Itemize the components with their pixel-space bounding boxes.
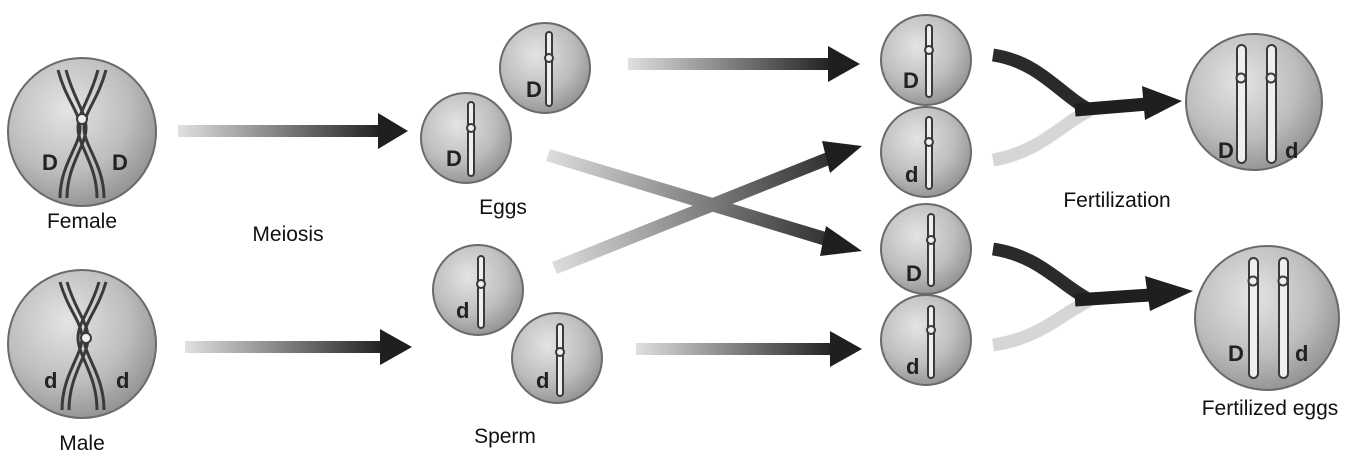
chromosome xyxy=(927,213,935,287)
fertilization-arrow-1 xyxy=(991,48,1182,167)
sperm-cell-1: d xyxy=(432,244,524,336)
chromosome xyxy=(927,305,935,379)
pair-1-top-allele: D xyxy=(903,68,919,93)
male-allele-left: d xyxy=(44,368,57,393)
female-label: Female xyxy=(47,210,117,233)
arrow-sperm2-to-pair xyxy=(636,331,862,367)
male-label: Male xyxy=(59,432,105,455)
female-cell: D D xyxy=(7,57,157,207)
zygote-2-allele-right: d xyxy=(1295,341,1308,366)
arrow-egg1-to-pair xyxy=(628,46,860,82)
pair-1-bottom-cell: d xyxy=(880,106,972,198)
chromosome xyxy=(545,31,553,107)
zygote-1-allele-right: d xyxy=(1285,138,1298,163)
zygote-cell-1: D d xyxy=(1185,33,1323,171)
meiosis-arrow-female xyxy=(178,113,408,149)
egg-2-allele: D xyxy=(446,146,462,171)
female-allele-left: D xyxy=(42,150,58,175)
zygote-cell-2: D d xyxy=(1194,245,1340,391)
centromere xyxy=(80,332,92,344)
pair-2-top-allele: D xyxy=(906,261,922,286)
chromosome-paternal xyxy=(1266,44,1277,164)
egg-cell-1: D xyxy=(499,22,591,114)
sperm-cell-2: d xyxy=(511,312,603,404)
pair-2-top-cell: D xyxy=(880,203,972,295)
arrow-sperm1-crossing xyxy=(552,141,862,274)
pair-2-bottom-cell: d xyxy=(880,294,972,386)
fertilization-label: Fertilization xyxy=(1063,189,1170,212)
eggs-label: Eggs xyxy=(479,196,527,219)
egg-cell-2: D xyxy=(420,92,512,184)
chromosome-maternal xyxy=(1236,44,1247,164)
fertilization-arrow-2 xyxy=(991,242,1193,352)
chromosome xyxy=(925,24,933,98)
cell-membrane xyxy=(7,57,157,207)
pair-1-bottom-allele: d xyxy=(905,162,918,187)
fertilized-eggs-label: Fertilized eggs xyxy=(1202,397,1339,420)
chromosome xyxy=(477,255,485,329)
chromosome xyxy=(467,101,475,177)
sperm-1-allele: d xyxy=(456,298,469,323)
sperm-2-allele: d xyxy=(536,368,549,393)
chromosome-maternal xyxy=(1248,257,1259,379)
arrow-egg2-crossing xyxy=(546,149,862,256)
egg-1-allele: D xyxy=(526,77,542,102)
pair-2-bottom-allele: d xyxy=(906,354,919,379)
male-cell: d d xyxy=(7,269,157,419)
meiosis-arrow-male xyxy=(185,329,412,365)
meiosis-label: Meiosis xyxy=(252,223,323,246)
female-allele-right: D xyxy=(112,150,128,175)
male-allele-right: d xyxy=(116,368,129,393)
zygote-1-allele-left: D xyxy=(1218,138,1234,163)
chromosome xyxy=(925,116,933,190)
chromosome-paternal xyxy=(1278,257,1289,379)
chromatid-left xyxy=(56,69,88,199)
chromosome xyxy=(556,323,564,397)
zygote-2-allele-left: D xyxy=(1228,341,1244,366)
sperm-label: Sperm xyxy=(474,425,536,448)
chromatid-right xyxy=(76,69,108,199)
centromere xyxy=(76,113,88,125)
pair-1-top-cell: D xyxy=(880,14,972,106)
